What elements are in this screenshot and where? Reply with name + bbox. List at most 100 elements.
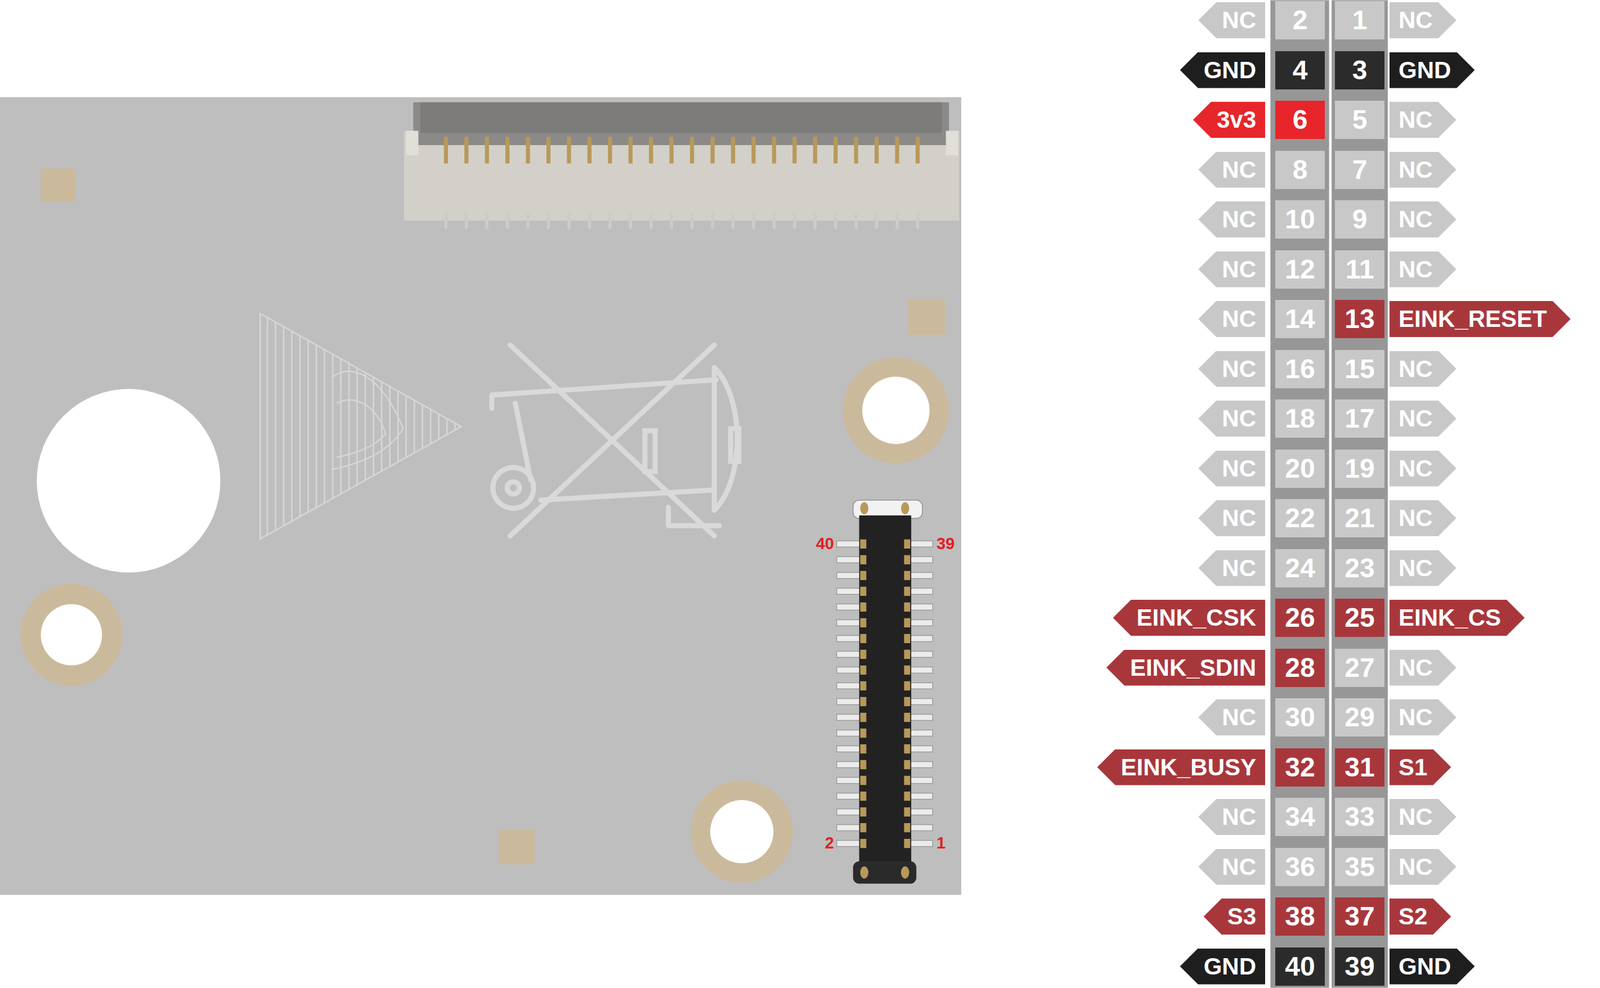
pin-number: 37 (1344, 901, 1375, 932)
pin-number-box: 12 (1275, 250, 1325, 289)
connector-pad (859, 760, 867, 770)
connector-pad (903, 539, 911, 549)
pin-number: 12 (1284, 254, 1315, 285)
connector-lead (836, 793, 862, 800)
pin-number: 7 (1352, 154, 1368, 185)
pin-number: 34 (1284, 801, 1315, 832)
pin-number: 35 (1344, 852, 1375, 882)
connector-lead (909, 667, 934, 674)
connector-lead (909, 556, 934, 563)
pin-number-box: 15 (1334, 350, 1385, 389)
connector-lead (836, 556, 862, 563)
pin-number-box: 3 (1334, 51, 1385, 90)
connector-lead (836, 714, 862, 721)
connector-pin-label: 2 (825, 833, 835, 853)
pin-strip (1270, 0, 1329, 988)
pin-number: 3 (1352, 55, 1368, 85)
connector-pad (859, 650, 867, 660)
mounting-ring (690, 780, 793, 883)
pin-function-tag: S3 (1203, 898, 1266, 935)
pin-number-box: 34 (1275, 798, 1325, 837)
fpc-contact (628, 136, 633, 164)
connector-pad (859, 776, 867, 786)
connector-lead (836, 809, 862, 816)
pin-number-box: 27 (1334, 648, 1385, 688)
pin-number-box: 33 (1334, 798, 1385, 837)
test-pad (41, 168, 76, 202)
hatch-line (348, 306, 351, 546)
pin-number: 36 (1284, 852, 1315, 882)
board-connector (836, 500, 933, 885)
connector-pad (859, 728, 867, 738)
pin-number-box: 2 (1275, 1, 1325, 40)
pin-number-box: 35 (1334, 848, 1385, 887)
pin-function-tag: NC (1198, 201, 1266, 238)
connector-pad (859, 602, 867, 612)
pin-number-box: 25 (1334, 598, 1385, 638)
signal-name: S2 (1398, 903, 1428, 930)
pin-function-tag: 3v3 (1193, 101, 1266, 138)
connector-lead (836, 603, 862, 611)
pin-number-box: 5 (1334, 100, 1385, 140)
pin-number: 39 (1344, 951, 1375, 982)
fpc-contact (854, 136, 859, 164)
connector-pad (859, 807, 867, 817)
hatch-line (356, 306, 358, 546)
signal-name: GND (1203, 953, 1257, 980)
signal-name: NC (1398, 455, 1433, 482)
connector-lead (836, 651, 862, 658)
connector-lead (836, 730, 862, 737)
pin-number: 28 (1284, 652, 1315, 683)
weee-symbol (491, 344, 739, 536)
connector-pad (903, 665, 911, 675)
connector-pin-label: 40 (816, 534, 835, 554)
connector-lead (836, 540, 862, 548)
connector-pad (903, 839, 911, 849)
connector-pad (903, 807, 911, 817)
connector-pad (903, 728, 911, 738)
cutout-hole (36, 388, 221, 573)
pin-number: 31 (1344, 752, 1375, 783)
pin-function-tag: S1 (1389, 749, 1451, 786)
signal-name: NC (1398, 654, 1433, 681)
signal-name: 3v3 (1216, 106, 1257, 133)
fpc-contact (751, 136, 756, 164)
hatch-line (307, 306, 309, 546)
fpc-lead (895, 212, 899, 230)
pin-number-box: 23 (1334, 549, 1385, 588)
pin-function-tag: NC (1198, 699, 1266, 736)
connector-pad (859, 618, 867, 628)
signal-name: NC (1221, 6, 1257, 34)
signal-name: NC (1398, 106, 1433, 133)
pin-number: 10 (1284, 204, 1315, 235)
pin-function-tag: NC (1389, 201, 1457, 238)
fpc-lead (464, 212, 468, 230)
pin-number: 22 (1284, 503, 1315, 533)
fpc-lead (751, 212, 755, 230)
hatch-line (446, 306, 448, 546)
fpc-contact (915, 136, 920, 164)
signal-name: NC (1398, 256, 1433, 283)
pin-number: 40 (1284, 951, 1315, 982)
pin-number-box: 30 (1275, 698, 1325, 737)
pin-number: 29 (1344, 702, 1375, 733)
fpc-lead (649, 212, 653, 230)
signal-name: EINK_SDIN (1130, 654, 1257, 681)
pin-function-tag: GND (1389, 948, 1475, 985)
connector-pad (859, 555, 867, 565)
hatch-line (421, 306, 424, 546)
connector-lead (909, 793, 934, 800)
connector-pad (903, 618, 911, 628)
pin-function-tag: NC (1389, 351, 1457, 388)
pcb-board (0, 97, 962, 896)
signal-name: NC (1221, 205, 1257, 233)
signal-name: GND (1398, 56, 1451, 84)
connector-lead (909, 698, 934, 706)
fpc-contact (566, 136, 571, 164)
fpc-contact (485, 136, 490, 164)
signal-name: EINK_RESET (1398, 305, 1548, 333)
pin-number: 19 (1344, 453, 1375, 484)
fpc-lead (485, 212, 489, 230)
pin-number-box: 38 (1275, 897, 1325, 936)
mounting-ring (20, 584, 123, 687)
